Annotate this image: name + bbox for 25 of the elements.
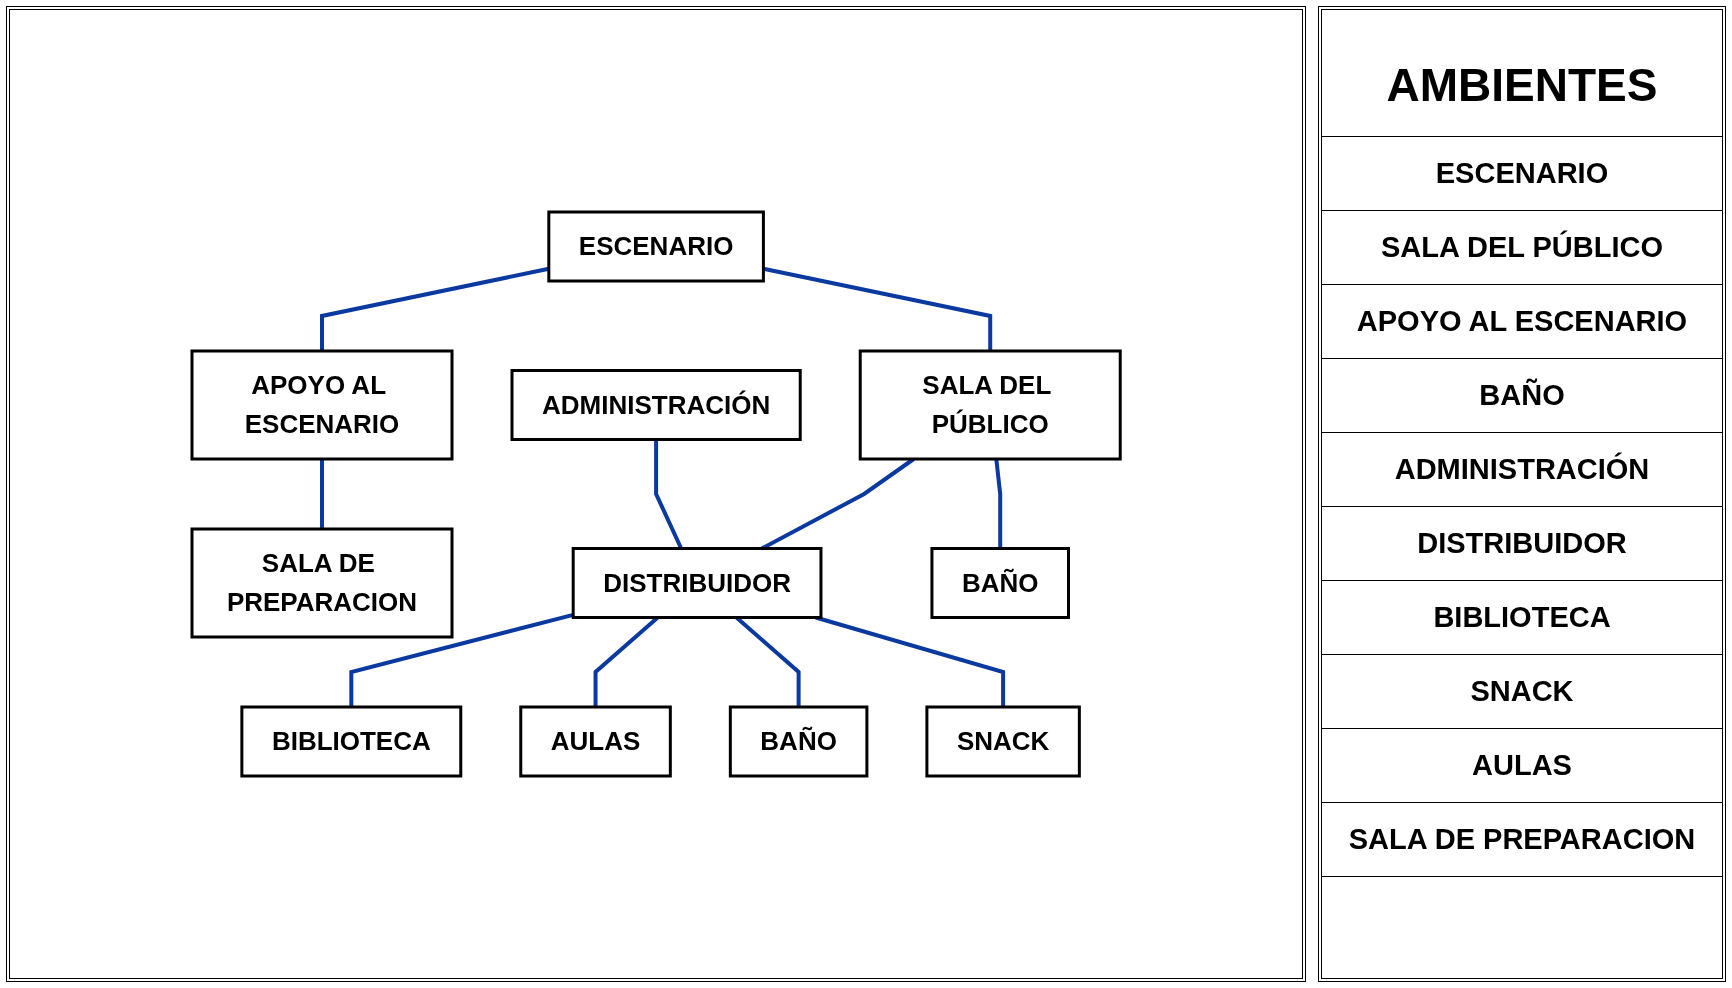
connector (815, 615, 1005, 707)
node-box: ADMINISTRACIÓN (510, 369, 802, 441)
table-row: SNACK (1322, 655, 1722, 729)
node-box: SALA DE PREPARACION (190, 527, 454, 639)
node-box: SALA DEL PÚBLICO (858, 349, 1122, 461)
node-box: AULAS (519, 705, 672, 778)
node-box: BAÑO (728, 705, 869, 778)
table-row: AULAS (1322, 729, 1722, 803)
table-row: SALA DEL PÚBLICO (1322, 211, 1722, 285)
table-row: BIBLIOTECA (1322, 581, 1722, 655)
table-row: APOYO AL ESCENARIO (1322, 285, 1722, 359)
node-box: SNACK (925, 705, 1081, 778)
node-box: BAÑO (930, 547, 1070, 619)
node-box: ESCENARIO (547, 210, 765, 283)
table-row: DISTRIBUIDOR (1322, 507, 1722, 581)
connector (349, 612, 574, 707)
node-box: BIBLIOTECA (240, 705, 463, 778)
table-row: ESCENARIO (1322, 137, 1722, 211)
table-heading: AMBIENTES (1322, 10, 1722, 137)
table-row: ADMINISTRACIÓN (1322, 433, 1722, 507)
node-box: DISTRIBUIDOR (571, 547, 823, 619)
table-row: SALA DE PREPARACION (1322, 803, 1722, 877)
node-box: APOYO AL ESCENARIO (190, 349, 454, 461)
table-row: BAÑO (1322, 359, 1722, 433)
connector (319, 459, 324, 529)
